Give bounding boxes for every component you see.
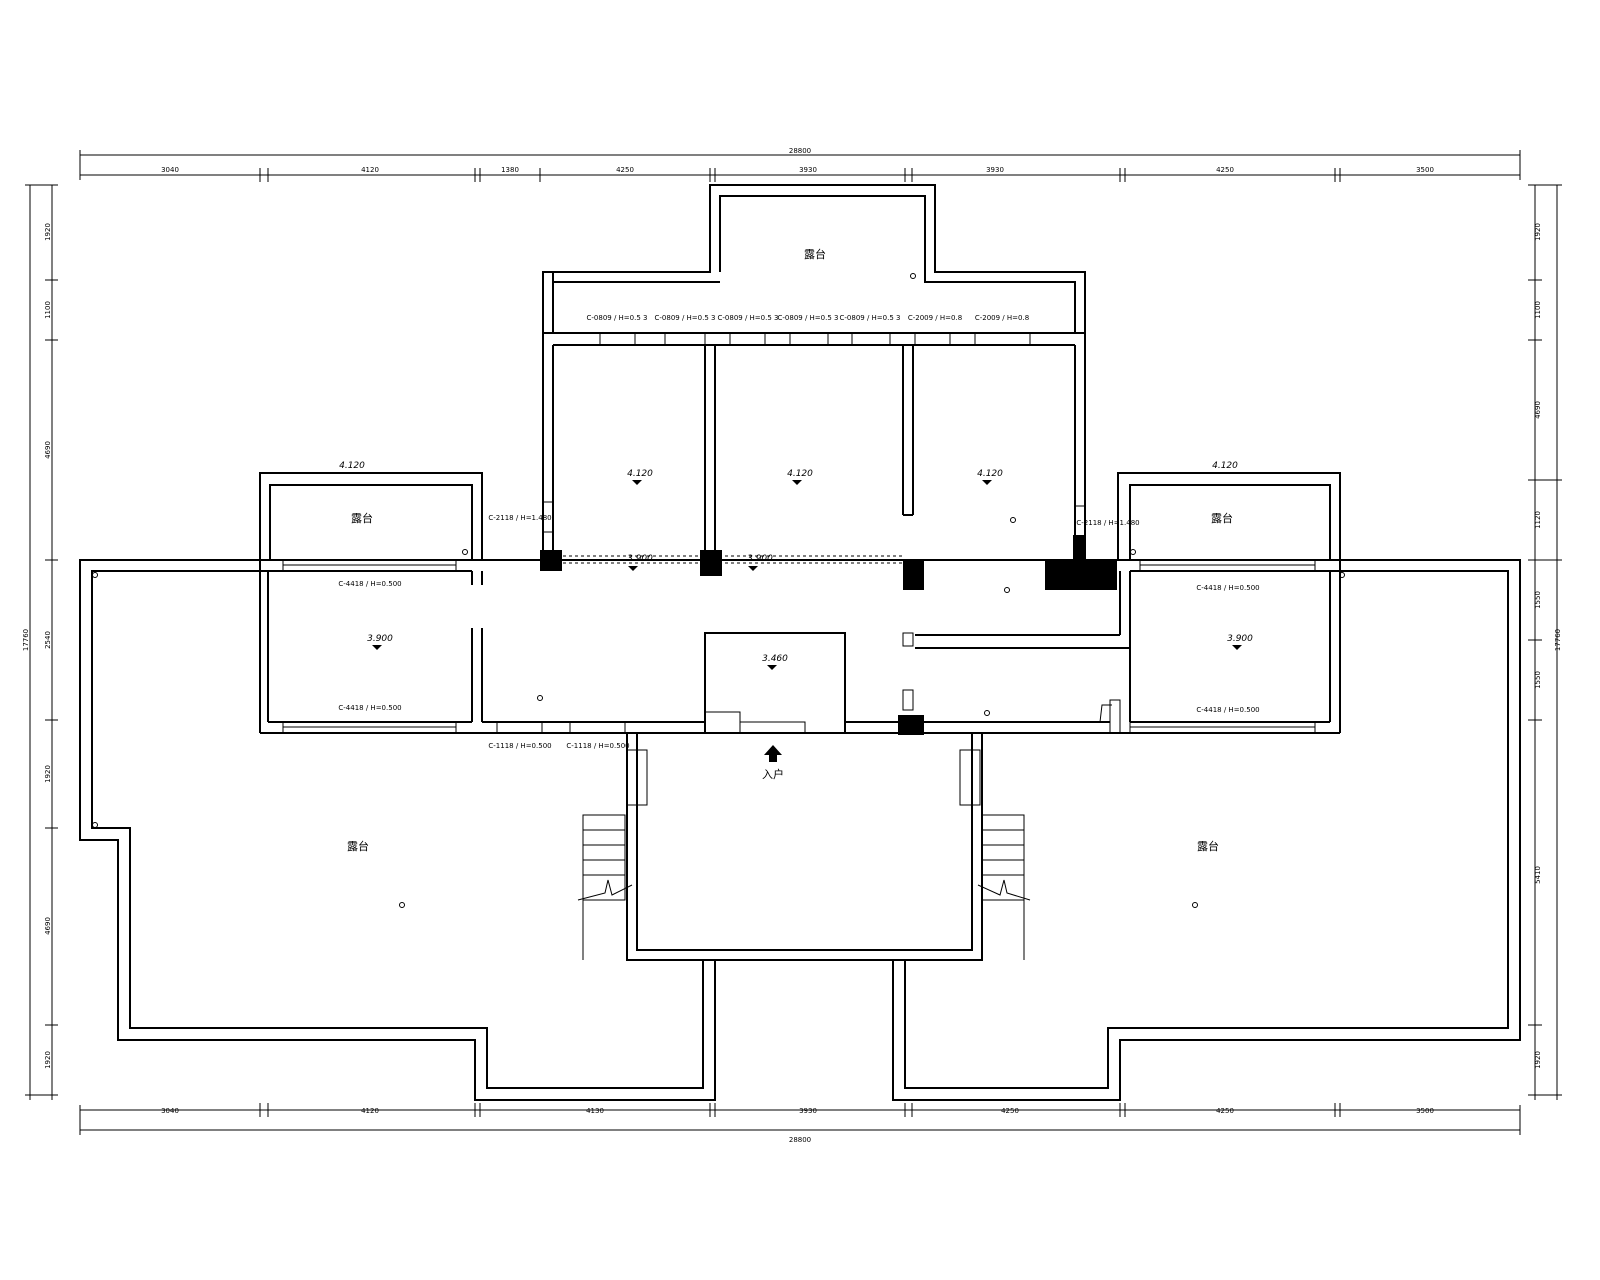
dim-top-6: 3930 [986,166,1004,174]
dim-top-2: 4120 [361,166,379,174]
window-tag-top-1: C-0809 / H=0.5 3 [587,314,648,322]
dim-top-1: 3040 [161,166,179,174]
window-tag-top-4: C-0809 / H=0.5 3 [778,314,839,322]
dim-left-2: 1100 [44,301,52,319]
drain-icons [92,273,1345,908]
small-terraces [259,472,1341,560]
dimension-lines: 3040 4120 1380 4250 3930 3930 4250 3500 … [22,147,1562,1144]
dim-top-7: 4250 [1216,166,1234,174]
window-tag-bottom-2: C-1118 / H=0.500 [566,742,629,750]
room-label-left-small: 露台 [351,511,373,525]
main-band-walls [259,480,1341,734]
window-tags: C-0809 / H=0.5 3 C-0809 / H=0.5 3 C-0809… [338,314,1259,750]
upper-wing [542,184,1086,560]
dim-right-2: 1100 [1534,301,1542,319]
dim-left-6: 4690 [44,917,52,935]
columns [540,535,1117,735]
dim-top-overall: 28800 [789,147,811,155]
window-tag-right-room-top: C-4418 / H=0.500 [1196,584,1259,592]
dim-right-5: 1550 [1534,591,1542,609]
level-room-c: 4.120 [977,469,1003,479]
window-tag-right-mid: C-2118 / H=1.480 [1076,519,1139,527]
dim-right-4: 1120 [1534,511,1542,529]
dim-right-3: 4690 [1534,401,1542,419]
level-room-a: 4.120 [627,469,653,479]
dim-bottom-2: 4120 [361,1107,379,1115]
level-right-small-roof: 4.120 [1212,461,1238,471]
dim-top-5: 3930 [799,166,817,174]
room-label-entrance: 入户 [762,767,784,781]
window-tag-bottom-1: C-1118 / H=0.500 [488,742,551,750]
dim-bottom-5: 4250 [1001,1107,1019,1115]
dim-right-6: 1550 [1534,671,1542,689]
room-label-left-big: 露台 [347,839,369,853]
window-tag-top-6: C-2009 / H=0.8 [908,314,962,322]
dim-left-3: 4690 [44,441,52,459]
level-center-room: 3.460 [762,654,788,664]
dim-top-8: 3500 [1416,166,1434,174]
dim-left-1: 1920 [44,223,52,241]
dim-right-8: 1920 [1534,1051,1542,1069]
dim-top-3: 1380 [501,166,519,174]
room-label-right-small: 露台 [1211,511,1233,525]
dim-right-7: 5410 [1534,866,1542,884]
dim-bottom-overall: 28800 [789,1136,811,1144]
window-tag-top-5: C-0809 / H=0.5 3 [840,314,901,322]
window-tag-left-room-bottom: C-4418 / H=0.500 [338,704,401,712]
level-room-b: 4.120 [787,469,813,479]
dim-right-1: 1920 [1534,223,1542,241]
dim-left-overall: 17760 [22,629,30,651]
dim-bottom-1: 3040 [161,1107,179,1115]
level-left-small-roof: 4.120 [339,461,365,471]
level-left-room: 3.900 [367,634,393,644]
window-tag-top-7: C-2009 / H=0.8 [975,314,1029,322]
window-tag-right-room-bottom: C-4418 / H=0.500 [1196,706,1259,714]
dim-left-7: 1920 [44,1051,52,1069]
level-corridor-b: 3.900 [747,554,773,564]
band-windows [282,555,1316,734]
level-corridor-a: 3.900 [627,554,653,564]
dim-bottom-4: 3930 [799,1107,817,1115]
dim-left-5: 1920 [44,765,52,783]
window-tag-top-2: C-0809 / H=0.5 3 [655,314,716,322]
room-labels: 露台 露台 露台 露台 露台 入户 [347,247,1233,853]
dim-bottom-3: 4130 [586,1107,604,1115]
window-tag-top-3: C-0809 / H=0.5 3 [718,314,779,322]
window-tag-left-room-top: C-4418 / H=0.500 [338,580,401,588]
level-right-room: 3.900 [1227,634,1253,644]
room-label-right-big: 露台 [1197,839,1219,853]
level-markers: 4.120 4.120 4.120 3.900 3.900 3.460 3.90… [339,461,1253,670]
dim-top-4: 4250 [616,166,634,174]
dim-left-4: 2540 [44,631,52,649]
dim-right-overall: 17760 [1554,629,1562,651]
dim-bottom-7: 3500 [1416,1107,1434,1115]
outer-walls [79,559,1521,1101]
room-label-top-balcony: 露台 [804,247,826,261]
entrance-area [577,632,1031,961]
dim-bottom-6: 4250 [1216,1107,1234,1115]
window-tag-left-mid: C-2118 / H=1.480 [488,514,551,522]
